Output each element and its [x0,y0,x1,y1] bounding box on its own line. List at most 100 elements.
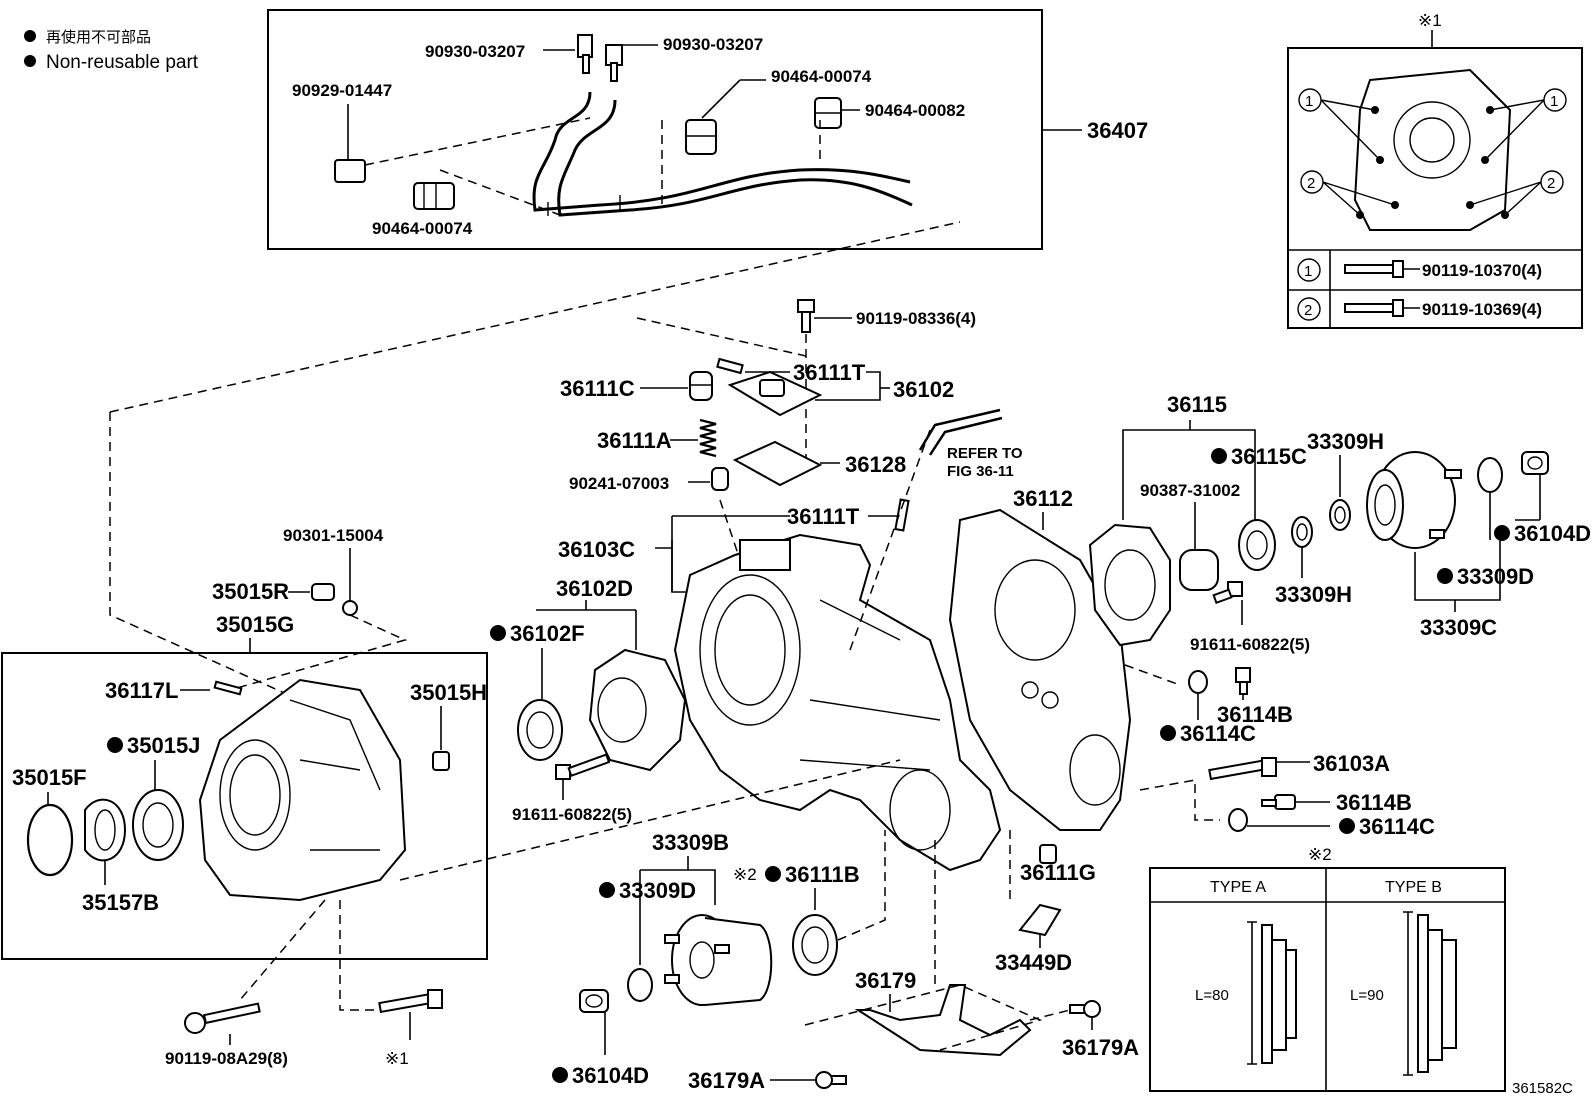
type-a-header: TYPE A [1210,879,1266,896]
pin-icon [716,357,744,375]
mark-note1-ref: ※1 [385,1049,409,1068]
label-90387-31002: 90387-31002 [1140,481,1240,500]
label-36102: 36102 [893,377,954,402]
inset-2-frame [1149,867,1506,1092]
nut-icon [1521,451,1549,475]
non-reusable-dot-icon [24,55,36,67]
label-36128: 36128 [845,452,906,477]
inset-1-frame [1287,47,1583,329]
label-90930-03207-right: 90930-03207 [663,35,763,54]
transfer-case-front: 36103C 36111T REFER TO FIG 36-11 [558,408,1023,872]
oil-seal-icon [792,914,838,976]
front-bearing-retainer-icon [588,648,687,772]
label-36111T-middle: 36111T [787,504,860,529]
bolt-icon [1235,667,1251,695]
rear-case-group: 36112 [948,486,1132,831]
washer-icon [342,600,358,616]
label-36102F: 36102F [510,621,585,646]
front-cover-group: 36102D 36102F 91611-60822(5) [490,576,687,824]
label-90930-03207-left: 90930-03207 [425,42,525,61]
side-bolts-group: 36114C 36114B 36103A 36114B 36114C [1124,664,1435,839]
callout-2-left: 2 [1307,175,1315,192]
label-36103A: 36103A [1313,751,1390,776]
label-36114C-top: 36114C [1180,721,1256,746]
rear-case-icon [948,508,1132,831]
bolt-icon [815,1071,847,1089]
snap-ring-icon [26,803,74,877]
oil-seal-icon [1238,519,1276,571]
label-36102D: 36102D [556,576,633,601]
length-a-text: L=80 [1195,987,1229,1004]
label-91611-60822-left: 91611-60822(5) [512,805,632,824]
dowel-icon [432,751,450,771]
label-35015F: 35015F [12,765,87,790]
label-36103C: 36103C [558,537,635,562]
label-36115: 36115 [1167,392,1227,417]
label-36114B-top: 36114B [1217,702,1293,727]
rear-output-flange-group: 33309B 33309D 36104D ※2 36111B [552,830,886,1088]
gasket-icon [732,440,823,487]
label-33309C: 33309C [1420,615,1497,640]
inset-2: ※2 TYPE A TYPE B L=80 L=90 [1149,845,1506,1092]
callout-2-right: 2 [1547,175,1555,192]
row2-callout: 2 [1304,302,1312,319]
mark-note2-top: ※2 [1308,845,1332,864]
label-36111A: 36111A [597,428,672,453]
tube-set-box: 36407 90930-03207 90930-03207 90929-0144… [267,9,1148,250]
label-90119-08A29: 90119-08A29(8) [165,1049,288,1068]
label-36114C-bottom: 36114C [1359,814,1435,839]
label-35157B: 35157B [82,890,159,915]
transfer-case-housing-icon [673,533,1002,872]
label-36111G: 36111G [1020,860,1096,885]
label-36111C: 36111C [560,376,635,401]
seal-type-b-icon [1403,911,1457,1076]
washer-icon [1228,808,1248,832]
label-36104D-left: 36104D [572,1063,649,1088]
refer-line1: REFER TO [947,445,1023,462]
bolt-icon [378,989,443,1014]
label-36117L: 36117L [105,678,178,703]
washer-icon [1477,457,1503,493]
skid-plate-group: 36179 36179A 36179A [688,840,1139,1093]
companion-flange-icon [664,914,773,1006]
label-35015R: 35015R [212,579,289,604]
label-36111T-top: 36111T [793,360,866,385]
bolt-icon [555,753,611,780]
tube-set-frame [267,9,1043,250]
oil-tube-icon [532,91,913,217]
bolt-icon [1212,581,1243,605]
label-36407: 36407 [1087,118,1148,143]
breather-hose-icon [918,408,1003,456]
pin-icon [213,680,243,696]
label-33309B: 33309B [652,830,729,855]
label-36111B: 36111B [785,862,860,887]
label-90464-00074-top: 90464-00074 [771,67,872,86]
label-90241-07003: 90241-07003 [569,474,669,493]
label-36115C: 36115C [1231,444,1307,469]
type-b-header: TYPE B [1385,879,1442,896]
bolt-icon [184,1002,261,1034]
oil-seal-icon [517,699,563,761]
rear-output-group: 36115 90387-31002 36115C 33309H 33309H [1088,392,1591,654]
pin-icon [894,498,910,532]
bolt-icon [1069,1000,1101,1018]
union-fitting-icon [577,34,623,82]
label-90929-01447: 90929-01447 [292,81,392,100]
label-33309H-top: 33309H [1307,429,1384,454]
non-reusable-dot-icon [24,30,36,42]
bolt-icon [1344,299,1404,317]
extension-housing-icon [198,678,407,902]
detent-cover-group: 90119-08336(4) 36111T 36102 36111C 36111… [560,299,976,561]
bottom-left-bolts: 90119-08A29(8) ※1 [165,989,443,1068]
label-35015J: 35015J [127,733,200,758]
nut-icon [579,989,609,1013]
extension-box: 90301-15004 35015R 35015G 36117L 35015H … [1,221,961,1011]
label-33449D: 33449D [995,950,1072,975]
label-35015G: 35015G [216,612,294,637]
label-36104D-right: 36104D [1514,521,1591,546]
label-90119-08336: 90119-08336(4) [856,309,976,328]
legend-jp-text: 再使用不可部品 [46,29,151,46]
washer-icon [1188,670,1208,694]
ball-icon [711,467,729,491]
